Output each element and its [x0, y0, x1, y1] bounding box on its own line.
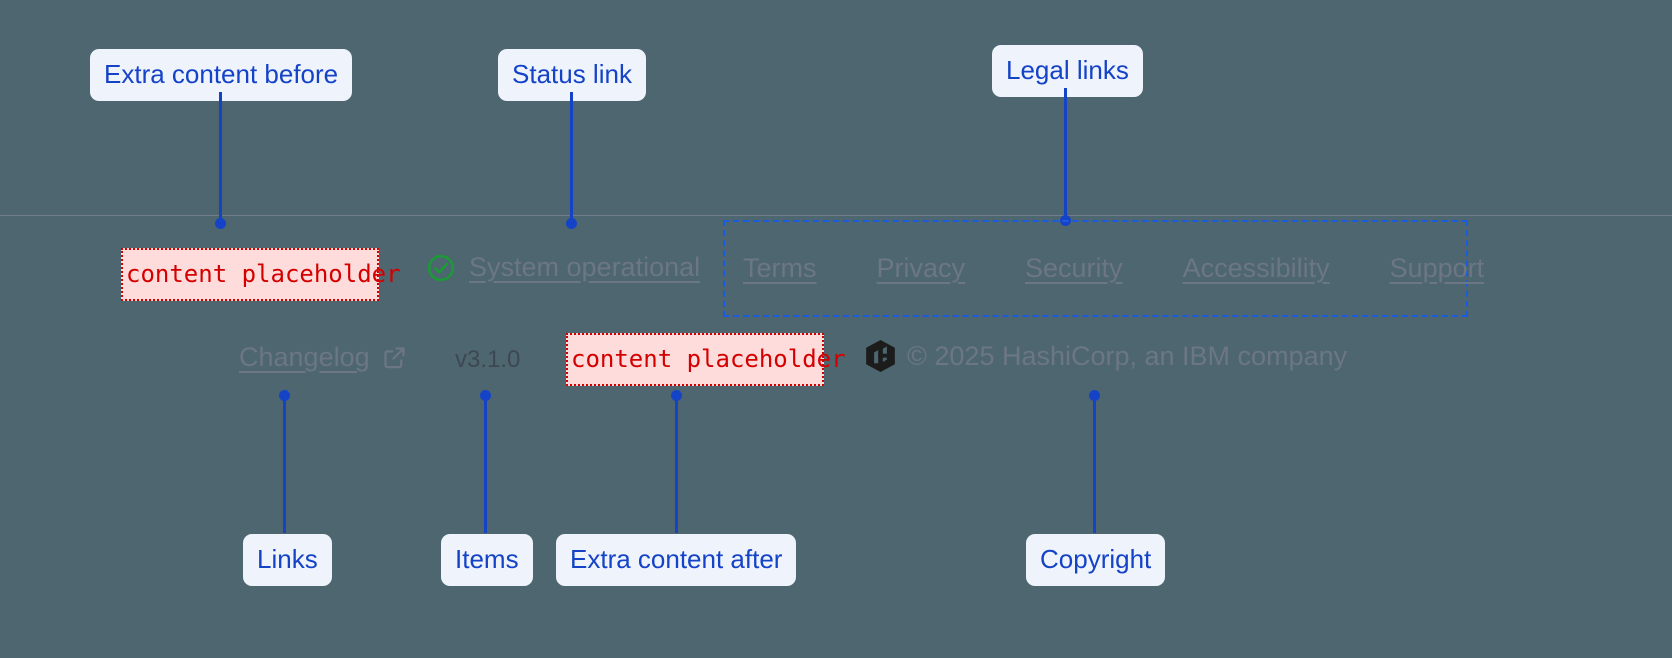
footer-bottom-row: Changelog v3.1.0 © 2025 HashiCorp, an IB…	[0, 333, 1672, 388]
callout-legal-links: Legal links	[992, 45, 1143, 97]
changelog-link[interactable]: Changelog	[239, 342, 408, 373]
leader-line-status	[570, 92, 573, 225]
check-circle-icon	[426, 253, 456, 283]
leader-dot-links	[279, 390, 290, 401]
callout-items: Items	[441, 534, 533, 586]
leader-line-legal	[1064, 88, 1067, 222]
copyright-text: © 2025 HashiCorp, an IBM company	[907, 340, 1348, 371]
version-label: v3.1.0	[455, 346, 521, 373]
leader-dot-extra-after	[671, 390, 682, 401]
legal-link-support[interactable]: Support	[1389, 253, 1485, 283]
callout-copyright: Copyright	[1026, 534, 1166, 586]
leader-dot-copyright	[1089, 390, 1100, 401]
footer-band	[0, 215, 1672, 430]
legal-link-accessibility[interactable]: Accessibility	[1182, 253, 1330, 283]
hashicorp-logo	[866, 340, 895, 372]
legal-link-privacy[interactable]: Privacy	[876, 253, 966, 283]
changelog-label: Changelog	[239, 342, 370, 372]
extra-content-before-placeholder: content placeholder	[121, 248, 401, 301]
leader-dot-items	[480, 390, 491, 401]
leader-line-extra-after	[675, 396, 678, 533]
legal-link-security[interactable]: Security	[1025, 253, 1123, 283]
extra-content-after-placeholder: content placeholder	[566, 333, 846, 386]
external-link-icon	[381, 344, 408, 371]
leader-dot-status	[566, 218, 577, 229]
legal-links-group: Terms Privacy Security Accessibility Sup…	[723, 220, 1484, 317]
callout-status-link: Status link	[498, 49, 646, 101]
leader-line-items	[484, 396, 487, 533]
leader-dot-extra-before	[215, 218, 226, 229]
leader-line-extra-before	[219, 92, 222, 225]
status-link[interactable]: System operational	[426, 252, 700, 283]
legal-link-terms[interactable]: Terms	[743, 253, 817, 283]
leader-line-copyright	[1093, 396, 1096, 533]
leader-line-links	[283, 396, 286, 533]
callout-links: Links	[243, 534, 332, 586]
copyright-block: © 2025 HashiCorp, an IBM company	[866, 340, 1347, 372]
callout-extra-content-after: Extra content after	[556, 534, 797, 586]
status-link-label: System operational	[469, 252, 701, 282]
